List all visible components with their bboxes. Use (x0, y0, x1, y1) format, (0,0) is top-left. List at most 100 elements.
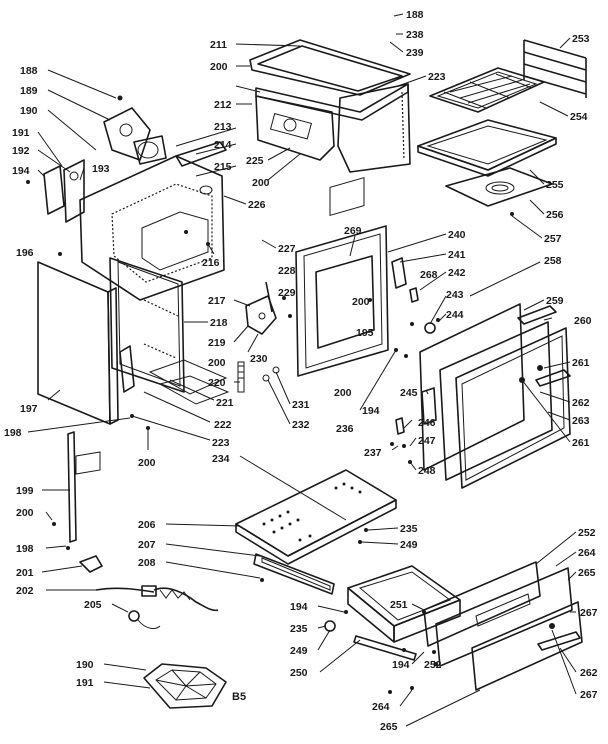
callout-237: 237 (364, 447, 382, 459)
callout-198-a: 198 (4, 427, 22, 439)
control-panel (235, 469, 397, 565)
callout-219: 219 (208, 337, 226, 349)
oven-bottom-pieces (148, 359, 230, 405)
callout-223-mid: 223 (212, 437, 230, 449)
callout-261-b: 261 (572, 437, 590, 449)
callout-227: 227 (278, 243, 296, 255)
callout-255: 255 (546, 179, 564, 191)
callout-264: 252 (578, 527, 596, 539)
callout-211: 211 (210, 39, 227, 51)
callout-256: 256 (546, 209, 564, 221)
callout-215: 215 (214, 161, 232, 173)
control-backguard (255, 95, 335, 161)
callout-209: 190 (76, 659, 94, 671)
callout-218: 218 (210, 317, 228, 329)
callout-268: 268 (420, 269, 438, 281)
callout-242: 242 (448, 267, 466, 279)
callout-205: 205 (84, 599, 102, 611)
callout-212: 212 (214, 99, 232, 111)
callout-210: 191 (76, 677, 94, 689)
callout-230: 230 (250, 353, 268, 365)
callout-244: 244 (446, 309, 464, 321)
callout-220: 220 (208, 377, 226, 389)
callout-200-top: 200 (210, 61, 228, 73)
callout-257: 257 (544, 233, 562, 245)
rack-support (523, 39, 587, 98)
leader-lines (27, 13, 577, 727)
callout-193: 194 (12, 165, 30, 177)
callout-222: 222 (214, 419, 232, 431)
callout-200-low: 200 (138, 457, 156, 469)
callout-235: 250 (290, 667, 308, 679)
callout-199: 199 (16, 485, 34, 497)
callout-266: 265 (578, 567, 596, 579)
callout-261-a: 261 (572, 357, 590, 369)
callout-225: 225 (246, 155, 264, 167)
callout-259: 259 (546, 295, 564, 307)
callout-236: 236 (336, 423, 354, 435)
callout-240: 240 (448, 229, 466, 241)
diagram-caption: B5 (232, 691, 246, 703)
callout-252: 265 (380, 721, 398, 733)
callout-198-b: 198 (16, 543, 34, 555)
callout-246: 246 (418, 417, 436, 429)
callout-239: 239 (406, 47, 424, 59)
callout-263: 263 (572, 415, 590, 427)
top-panel (249, 39, 411, 121)
callout-251: 264 (372, 701, 390, 713)
callout-193-mid: 194 (362, 405, 380, 417)
callout-188: 188 (20, 65, 38, 77)
callout-214: 214 (214, 139, 232, 151)
callout-216: 216 (202, 257, 220, 269)
oven-liner-back (79, 141, 227, 301)
callout-234-b: 249 (290, 645, 308, 657)
callout-196: 196 (16, 247, 34, 259)
callout-267-b: 267 (580, 689, 598, 701)
callout-190: 190 (20, 105, 38, 117)
broiler-pan (417, 119, 557, 177)
callout-197: 197 (20, 403, 38, 415)
callout-201: 201 (16, 567, 34, 579)
callout-238: 238 (406, 29, 424, 41)
callout-208: 208 (138, 557, 156, 569)
side-trim (52, 414, 150, 573)
callout-247: 247 (418, 435, 436, 447)
callout-188-top: 188 (406, 9, 424, 21)
callout-248: 248 (418, 465, 436, 477)
callout-228: 228 (278, 265, 296, 277)
callout-193-low: 194 (290, 601, 308, 613)
latch-parts (391, 257, 414, 326)
callout-253: 253 (572, 33, 590, 45)
callout-labels: 188 238 211 239 200 223 253 212 254 225 … (4, 9, 598, 733)
front-trim (253, 553, 335, 595)
storage-drawer (324, 565, 461, 661)
callout-200-door2: 200 (334, 387, 352, 399)
burner-bowl (143, 663, 227, 709)
callout-249: 251 (390, 599, 408, 611)
callout-262-a: 262 (572, 397, 590, 409)
callout-262-b: 262 (580, 667, 598, 679)
callout-193-drawer: 194 (392, 659, 410, 671)
callout-254: 254 (570, 111, 588, 123)
callout-217: 217 (208, 295, 226, 307)
callout-258: 258 (544, 255, 562, 267)
oven-cavity-frame (109, 257, 185, 393)
callout-206: 206 (138, 519, 156, 531)
callout-267-a: 267 (580, 607, 598, 619)
callout-260: 260 (574, 315, 592, 327)
callout-200-side: 200 (16, 507, 34, 519)
callout-213: 213 (214, 121, 232, 133)
callout-232: 232 (292, 419, 310, 431)
oven-door-inner (295, 176, 389, 377)
callout-233-b: 235 (290, 623, 308, 635)
callout-191: 191 (12, 127, 30, 139)
callout-241: 241 (448, 249, 466, 261)
callout-194: 193 (92, 163, 110, 175)
callout-226: 226 (248, 199, 266, 211)
callout-265: 264 (578, 547, 596, 559)
callout-207: 207 (138, 539, 156, 551)
callout-224: 234 (212, 453, 230, 465)
callout-245: 245 (400, 387, 418, 399)
power-cord (95, 585, 219, 612)
